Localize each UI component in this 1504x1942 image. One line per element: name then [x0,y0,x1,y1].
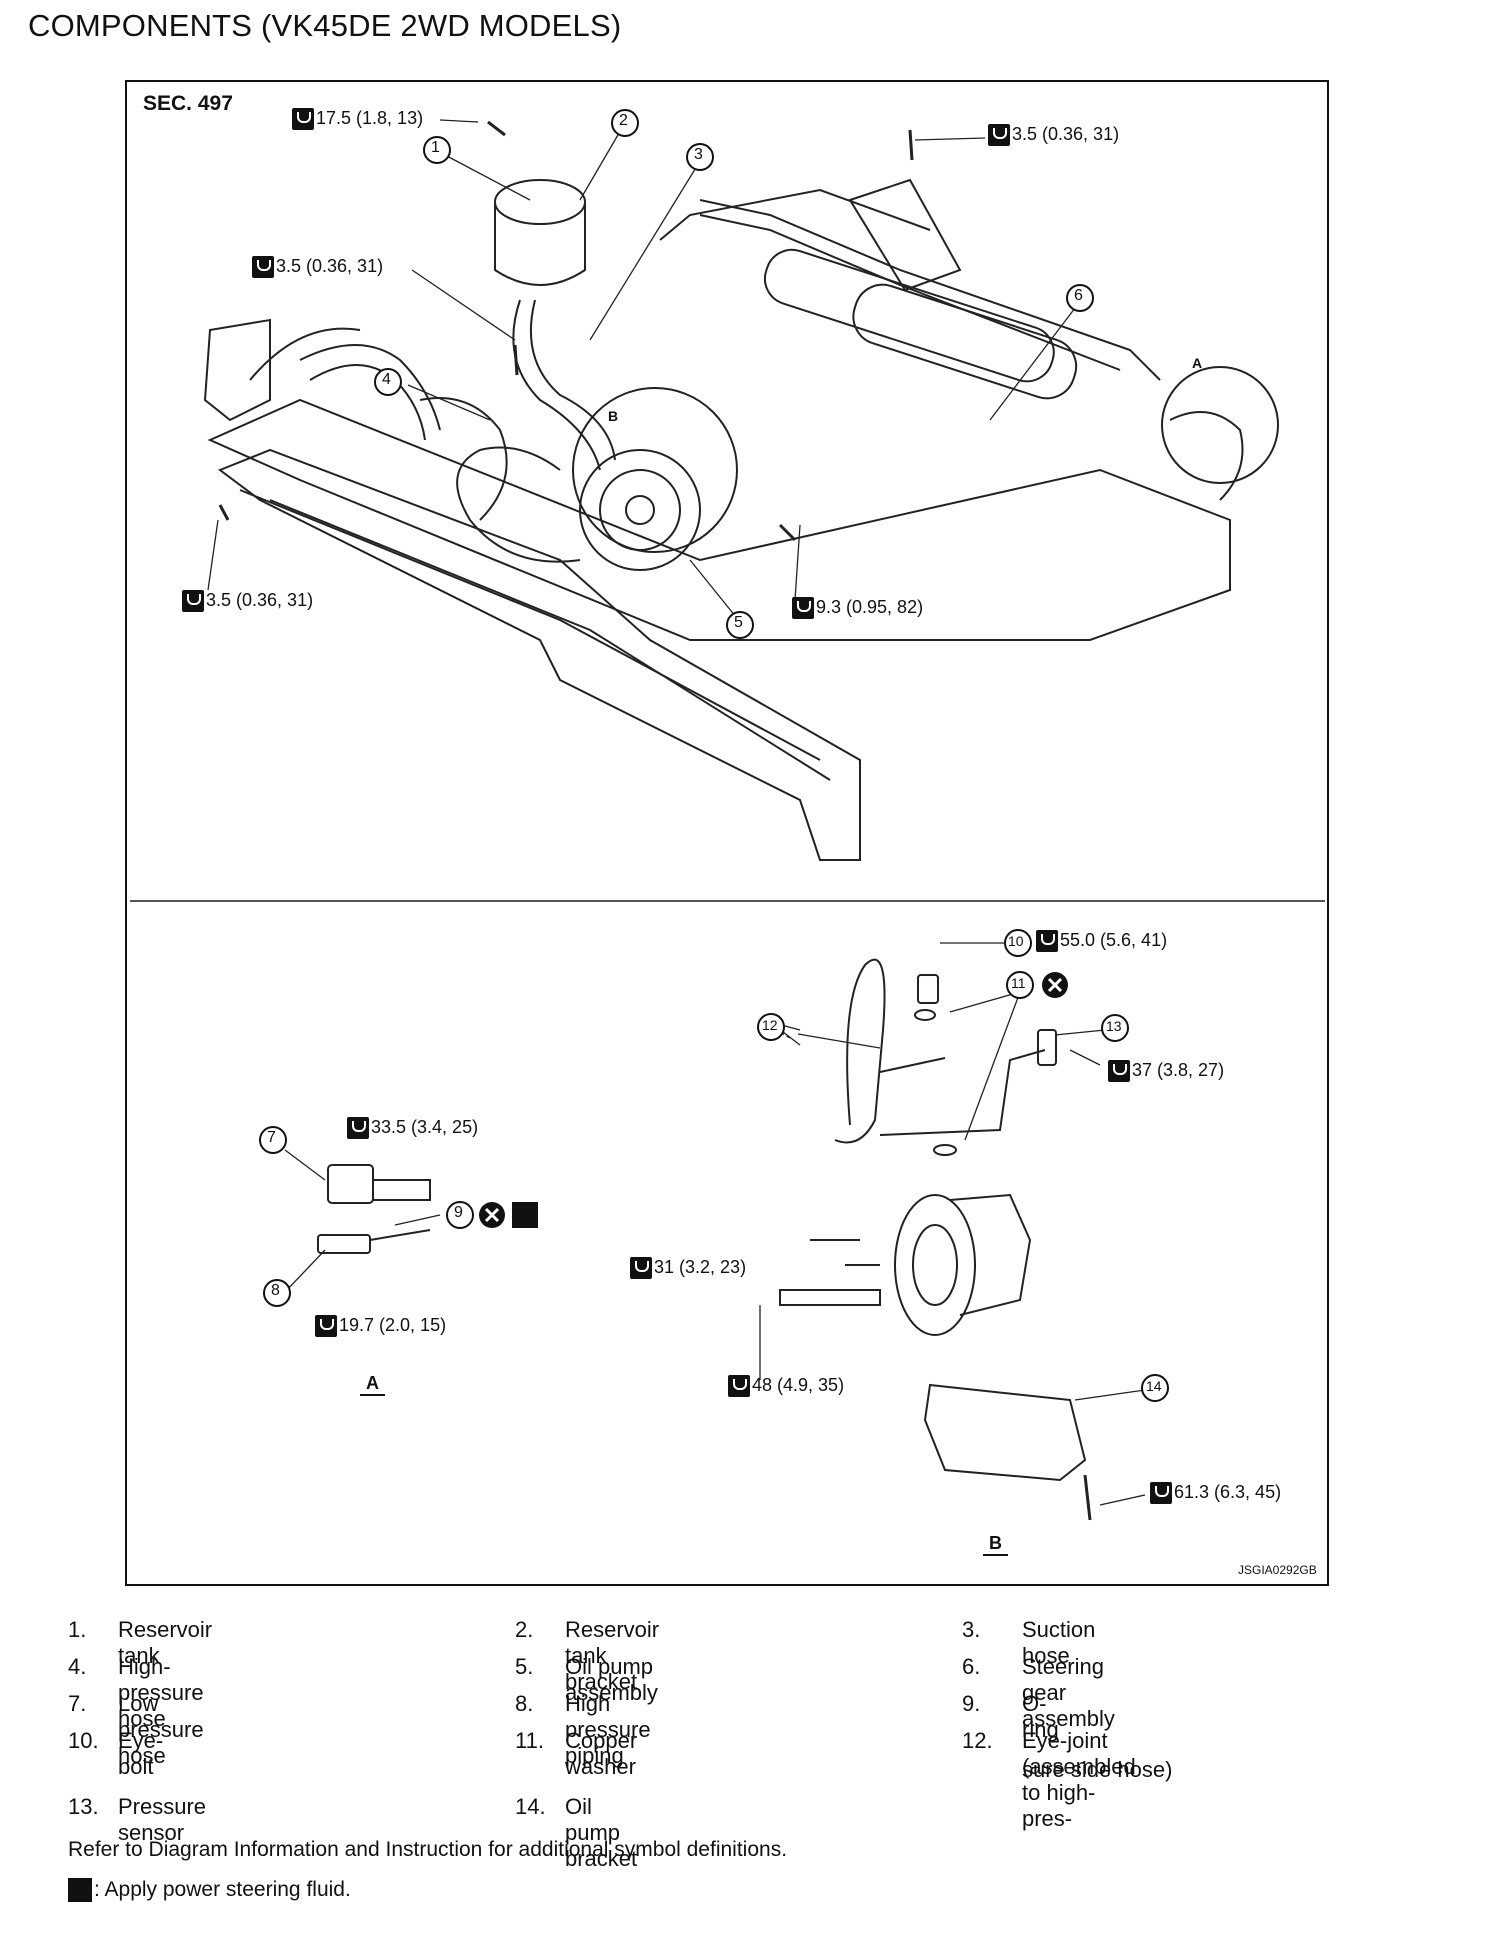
callout-12: 12 [762,1017,778,1033]
torque-icon [728,1375,750,1398]
torque-icon [347,1117,369,1140]
callout-7: 7 [267,1129,276,1146]
callout-9: 9 [454,1204,463,1221]
side-member-left [217,448,861,861]
torque-label-10: 31 (3.2, 23) [630,1257,746,1280]
torque-icon [1036,930,1058,953]
callout-3: 3 [694,146,703,163]
torque-label-3: 3.5 (0.36, 31) [252,256,383,279]
diagram-frame [125,80,1329,1586]
torque-icon [315,1315,337,1338]
callout-10: 10 [1008,933,1024,949]
view-b-caption: B [983,1533,1008,1556]
detail-b-label: B [608,408,619,424]
torque-icon [1108,1060,1130,1083]
high-pressure-hose [419,397,508,521]
crossmember-front [207,398,1231,641]
torque-label-8: 33.5 (3.4, 25) [347,1117,478,1140]
torque-icon [292,108,314,131]
detail-circle-a [1161,366,1279,484]
torque-label-7: 37 (3.8, 27) [1108,1060,1224,1083]
callout-2: 2 [619,112,628,129]
callout-8: 8 [271,1282,280,1299]
torque-icon [182,590,204,613]
section-label: SEC. 497 [143,92,233,115]
torque-icon [630,1257,652,1280]
callout-5: 5 [734,614,743,631]
torque-label-1: 17.5 (1.8, 13) [292,108,423,131]
callout-markers [259,109,1169,1402]
torque-label-12: 61.3 (6.3, 45) [1150,1482,1281,1505]
fluid-icon [512,1202,538,1228]
refer-note: Refer to Diagram Information and Instruc… [68,1838,788,1861]
pump-pulley-b [894,1194,976,1336]
apply-fluid-note: : Apply power steering fluid. [94,1878,351,1901]
torque-icon [1150,1482,1172,1505]
view-a-caption: A [360,1373,385,1396]
callout-4: 4 [382,371,391,388]
suction-hose [512,299,601,471]
diagram-divider [130,900,1325,902]
detail-circle-b [572,387,738,553]
pump-bracket-b [923,1383,1087,1482]
torque-label-5: 9.3 (0.95, 82) [792,597,923,620]
torque-label-6: 55.0 (5.6, 41) [1036,930,1167,953]
callout-1: 1 [431,139,440,156]
reservoir-tank-cap [494,179,586,225]
fluid-icon [68,1878,92,1902]
torque-icon [252,256,274,279]
reservoir-tank-body [494,202,586,286]
callout-14: 14 [1146,1378,1162,1394]
callout-13: 13 [1106,1018,1122,1034]
torque-label-11: 48 (4.9, 35) [728,1375,844,1398]
callout-6: 6 [1074,287,1083,304]
image-code: JSGIA0292GB [1238,1563,1317,1577]
torque-label-2: 3.5 (0.36, 31) [988,124,1119,147]
torque-label-9: 19.7 (2.0, 15) [315,1315,446,1338]
page-title: COMPONENTS (VK45DE 2WD MODELS) [28,8,622,43]
torque-label-4: 3.5 (0.36, 31) [182,590,313,613]
eye-joint-pipe [834,958,886,1144]
torque-icon [792,597,814,620]
steering-gear-body [763,248,1055,383]
callout-11: 11 [1011,975,1026,991]
legend-item-continuation: sure side hose) [1022,1757,1173,1782]
detail-a-label: A [1192,355,1203,371]
torque-icon [988,124,1010,147]
oil-pump-pulley [579,449,701,571]
